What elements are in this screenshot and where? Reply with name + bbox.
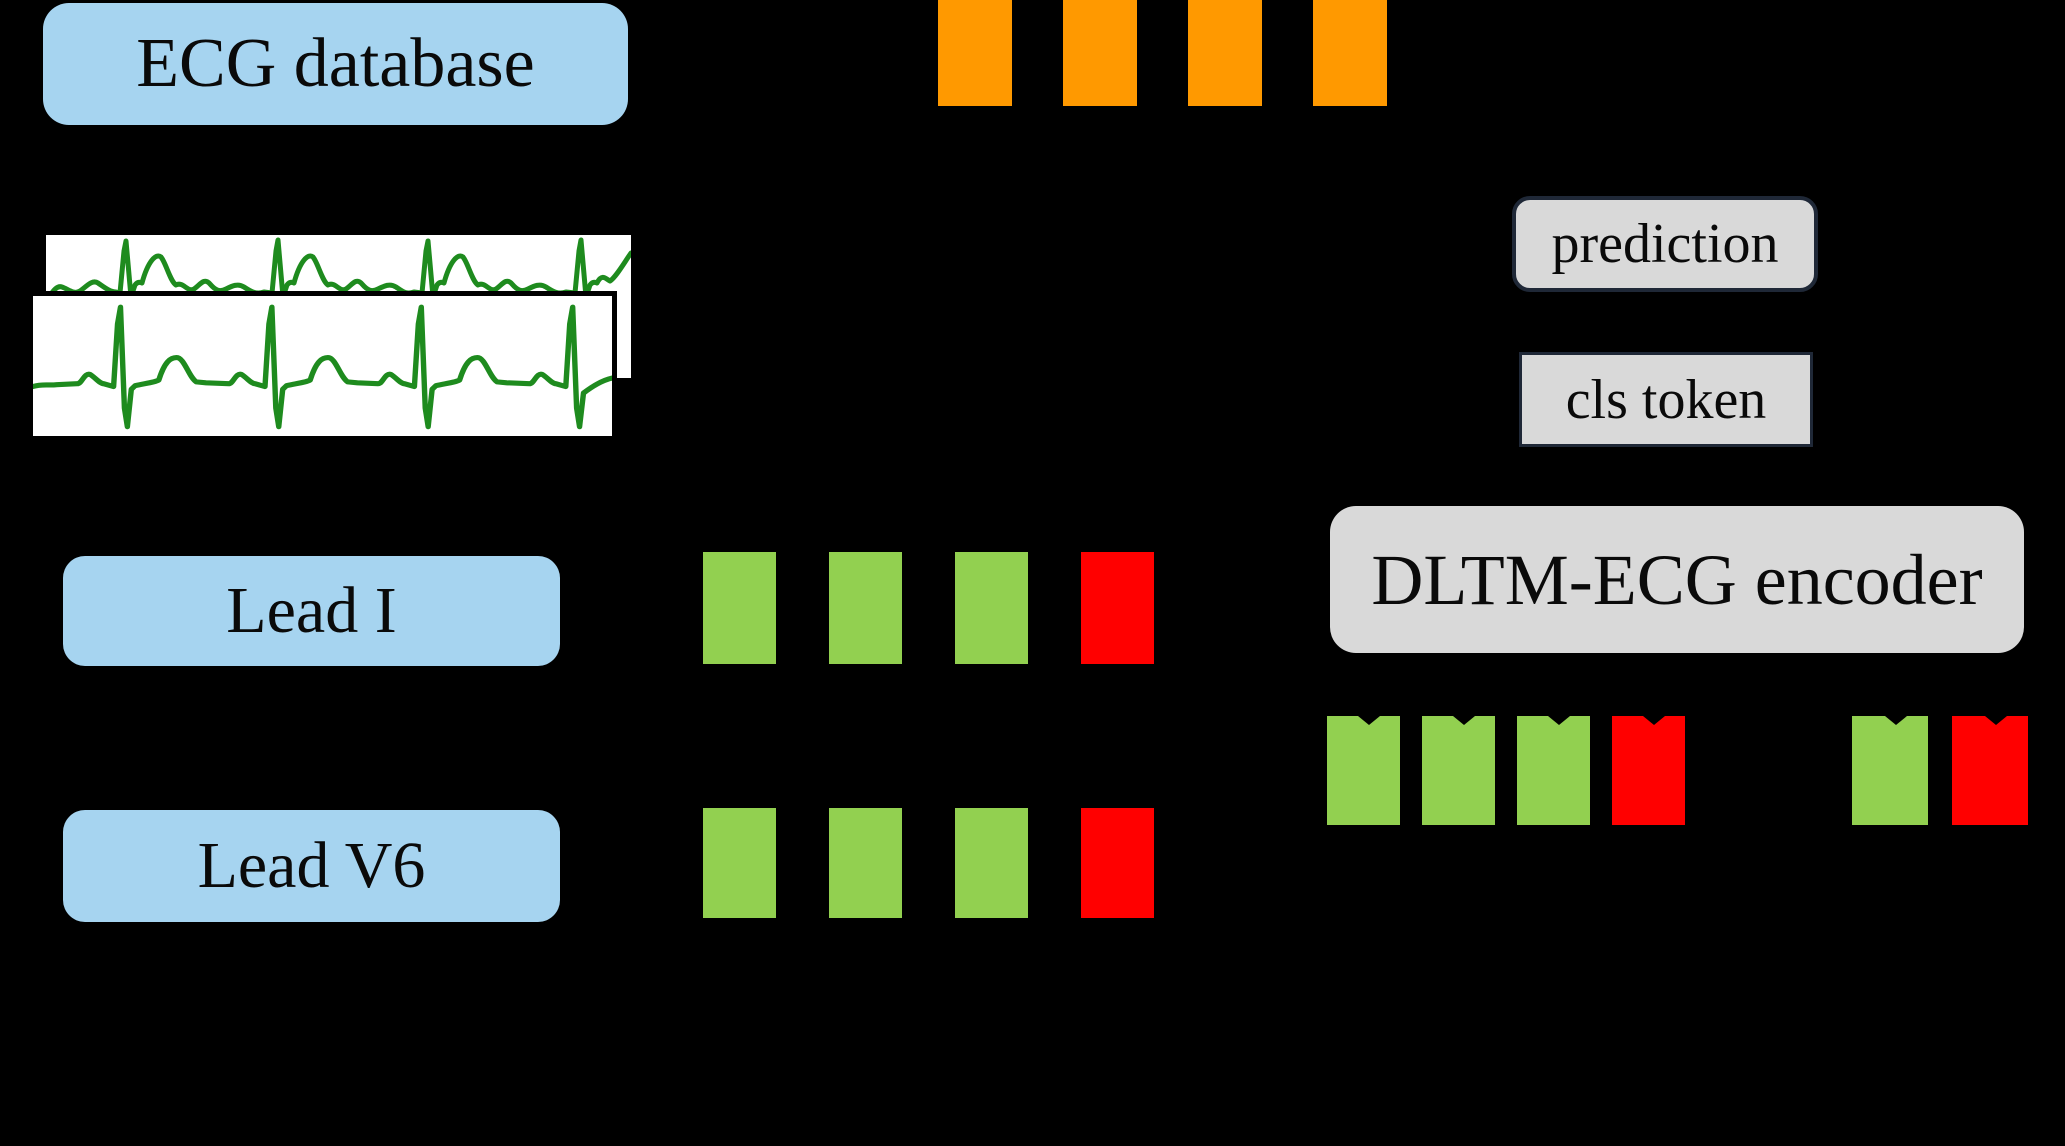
green-token (829, 808, 902, 918)
green-token (1852, 716, 1928, 825)
prediction-box: prediction (1512, 196, 1818, 292)
orange-token (938, 0, 1012, 106)
cls-token-box: cls token (1519, 352, 1813, 447)
red-token (1081, 808, 1154, 918)
lead-v6-token-row (703, 808, 1154, 918)
prediction-label: prediction (1551, 213, 1779, 275)
ecg-trace-lead-i (46, 237, 631, 304)
encoder-box: DLTM-ECG encoder (1330, 506, 2024, 653)
encoder-output-extra-token-row (1852, 716, 2028, 825)
lead-i-token-row (703, 552, 1154, 664)
ecg-database-label: ECG database (136, 25, 535, 102)
green-token (955, 552, 1028, 664)
green-token (703, 552, 776, 664)
encoder-output-token-row (1327, 716, 1685, 825)
red-token (1952, 716, 2028, 825)
ecg-database-box: ECG database (43, 3, 628, 125)
green-token (1422, 716, 1495, 825)
red-token (1081, 552, 1154, 664)
orange-token (1188, 0, 1262, 106)
ecg-trace-lead-v6 (33, 304, 612, 430)
green-token (1327, 716, 1400, 825)
ecg-waveform-front-panel (28, 291, 617, 441)
lead-v6-label: Lead V6 (197, 829, 426, 902)
green-token (955, 808, 1028, 918)
cls-token-label: cls token (1565, 368, 1767, 431)
red-token (1612, 716, 1685, 825)
encoder-label: DLTM-ECG encoder (1371, 539, 1983, 620)
orange-token (1313, 0, 1387, 106)
green-token (829, 552, 902, 664)
green-token (1517, 716, 1590, 825)
green-token (703, 808, 776, 918)
lead-i-label: Lead I (226, 574, 397, 647)
lead-v6-box: Lead V6 (63, 810, 560, 922)
orange-token (1063, 0, 1137, 106)
lead-i-box: Lead I (63, 556, 560, 666)
database-token-row (938, 0, 1387, 106)
